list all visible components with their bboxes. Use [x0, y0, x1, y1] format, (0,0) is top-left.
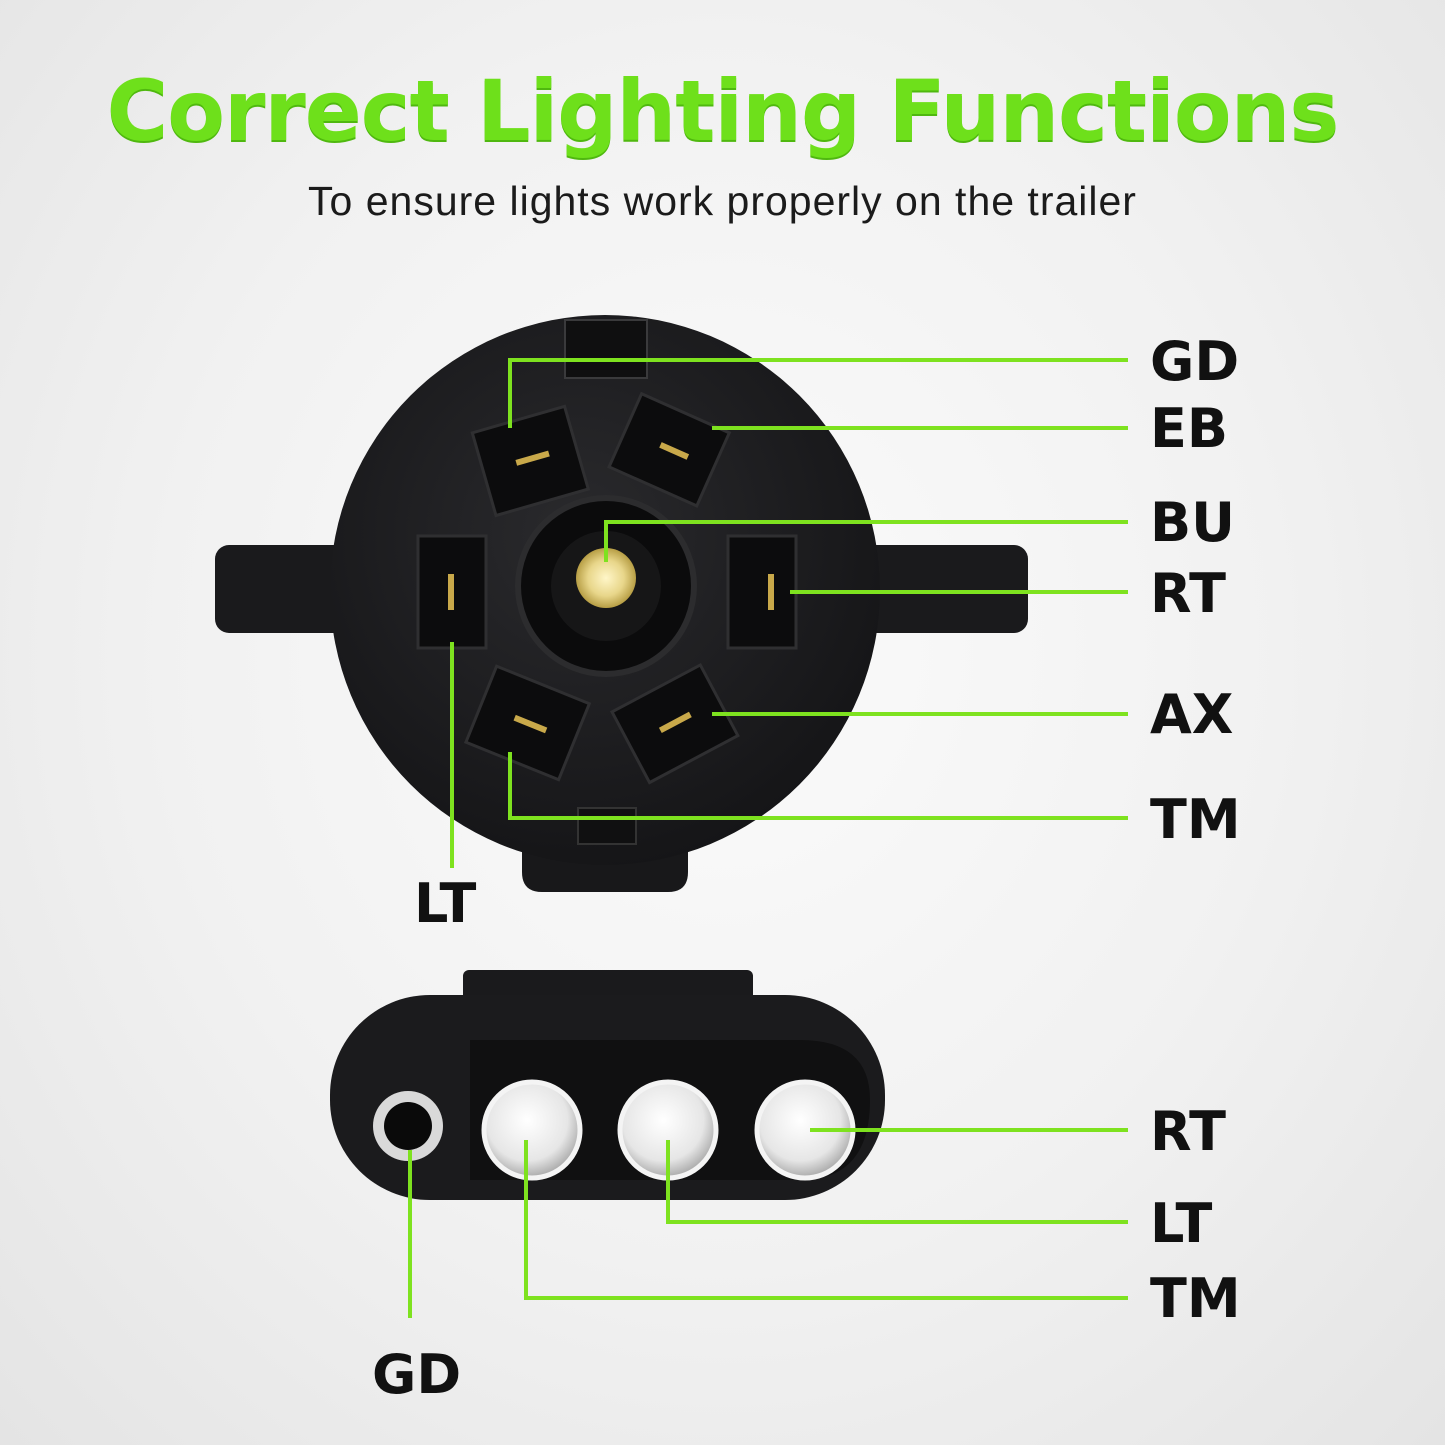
bottom-key-notch — [577, 807, 637, 845]
four-pin-callouts — [408, 1128, 1128, 1318]
label-4p-tm: TM — [1150, 1267, 1241, 1330]
terminal-slot-rt — [726, 534, 798, 650]
label-rt: RT — [1150, 562, 1226, 625]
label-gd: GD — [1150, 330, 1239, 393]
label-4p-gd: GD — [372, 1343, 461, 1406]
terminal-slot-eb — [607, 391, 732, 508]
right-mount-ear — [838, 545, 1028, 633]
callout-line-4p-tm — [524, 1140, 1128, 1300]
callout-line-bu — [604, 520, 1128, 562]
label-4p-lt: LT — [1150, 1192, 1212, 1255]
page-title: Correct Lighting Functions — [106, 62, 1340, 160]
label-ax: AX — [1150, 683, 1233, 746]
terminal-slot-tm — [463, 664, 592, 782]
terminal-slot-gd — [470, 404, 591, 518]
label-lt: LT — [414, 872, 476, 935]
label-eb: EB — [1150, 397, 1228, 460]
terminal-slot-lt — [416, 534, 488, 650]
seven-pin-connector — [215, 315, 1028, 892]
four-pin-connector — [330, 970, 885, 1200]
center-pin — [576, 548, 636, 608]
page-subtitle: To ensure lights work properly on the tr… — [308, 178, 1137, 224]
label-bu: BU — [1150, 491, 1235, 554]
terminal-slot-ax — [609, 662, 740, 785]
callout-line-gd — [508, 358, 1128, 428]
top-key-notch — [564, 319, 648, 379]
seven-pin-callouts — [450, 358, 1128, 868]
label-tm: TM — [1150, 788, 1241, 851]
gd-pin — [384, 1102, 432, 1150]
callout-line-4p-lt — [666, 1140, 1128, 1224]
tm-socket — [481, 1079, 583, 1181]
callout-line-tm — [508, 752, 1128, 820]
label-4p-rt: RT — [1150, 1100, 1226, 1163]
